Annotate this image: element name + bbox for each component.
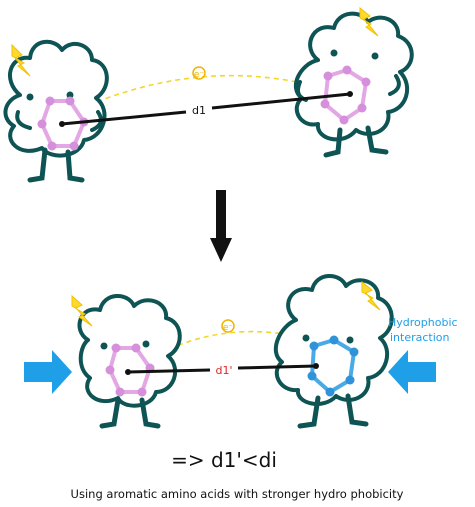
down-arrow-icon (210, 190, 232, 262)
eye (100, 342, 108, 350)
electron-icon: e⁻ (192, 66, 206, 80)
hydrophobic-label-line1: Hydrophobic (388, 316, 458, 329)
electron-icon: e⁻ (221, 319, 235, 333)
ring-nodes (37, 96, 89, 151)
result-text: => d1'<di (171, 448, 277, 472)
lightning-bolt-icon (361, 280, 381, 311)
eye (371, 52, 379, 60)
eye (26, 93, 34, 101)
leg (99, 397, 121, 429)
lightning-bolt-icon (11, 43, 31, 77)
arm (90, 110, 103, 132)
ring-nodes (320, 65, 371, 125)
distance-line-top-left (61, 110, 187, 126)
push-arrow-icon (388, 350, 436, 394)
distance-line-top-right (211, 92, 351, 110)
distance-line-bottom-right (237, 364, 317, 370)
leg (297, 395, 321, 429)
arm (15, 110, 32, 130)
leg (345, 393, 369, 427)
leg (27, 147, 48, 183)
eye (302, 334, 310, 342)
distance-line-bottom-left (127, 368, 211, 374)
eye (330, 49, 338, 57)
bottom-panel: Hydrophobic interaction d1' e⁻ (24, 274, 458, 429)
eye (142, 340, 150, 348)
ring-nodes (307, 335, 359, 397)
left-protein-top (3, 39, 109, 183)
lightning-bolt-icon (71, 294, 93, 327)
leg (365, 125, 389, 155)
push-arrow-icon (24, 350, 72, 394)
hydrophobic-label-line2: interaction (390, 331, 450, 344)
anchor-dot (125, 369, 131, 375)
right-protein-bottom (274, 274, 394, 429)
top-panel: d1 e⁻ (3, 6, 414, 183)
cloud-body (77, 294, 182, 408)
anchor-dot (347, 91, 353, 97)
distance-label-top: d1 (192, 104, 206, 117)
leg (323, 127, 343, 158)
lightning-bolt-icon (359, 6, 379, 37)
arm (388, 74, 401, 96)
anchor-dot (313, 363, 319, 369)
anchor-dot (59, 121, 65, 127)
eye (346, 336, 354, 344)
leg (65, 149, 85, 183)
distance-label-bottom: d1' (215, 364, 232, 377)
caption: Using aromatic amino acids with stronger… (71, 487, 404, 501)
leg (139, 397, 161, 429)
electron-label-bottom: e⁻ (223, 323, 234, 333)
electron-label-top: e⁻ (194, 70, 205, 80)
right-protein-top (294, 6, 414, 158)
cloud-body (3, 39, 109, 158)
left-protein-bottom (71, 294, 182, 429)
eye (66, 91, 74, 99)
